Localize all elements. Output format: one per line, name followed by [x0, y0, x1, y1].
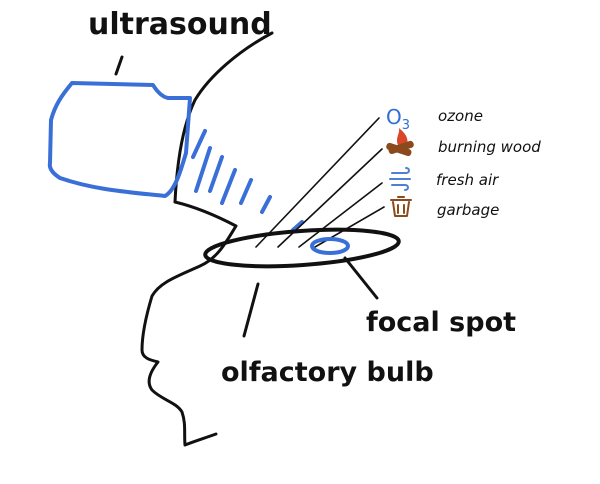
odor-item-fresh-air: fresh air [389, 167, 499, 191]
wave-arc [191, 129, 207, 159]
ozone-symbol: O [386, 105, 402, 129]
olfactory-bulb-leader [242, 282, 260, 338]
wave-arc [291, 220, 304, 232]
odor-label-garbage: garbage [437, 201, 499, 219]
wave-arc [208, 155, 224, 193]
fresh-air-icon [389, 167, 411, 191]
ultrasound-label: ultrasound [88, 7, 272, 42]
face-profile-outline [140, 200, 238, 447]
olfactory-bulb [203, 227, 401, 269]
head-profile-outline [173, 31, 274, 204]
ozone-subscript: 3 [402, 118, 410, 133]
flame-shape [397, 128, 408, 145]
wave-arc [239, 178, 253, 205]
wave-arc [194, 146, 212, 193]
odor-label-burning-wood: burning wood [438, 138, 541, 156]
air-swirl [391, 184, 409, 191]
burning-wood-icon [386, 128, 414, 157]
focal-spot-label: focal spot [366, 307, 516, 338]
ultrasound-label-leader [114, 55, 124, 76]
focal-spot-leader [343, 256, 379, 300]
focal-spot [310, 237, 350, 255]
wave-arc [220, 168, 237, 205]
odor-projection-lines [255, 117, 385, 248]
odor-item-burning-wood: burning wood [386, 128, 541, 157]
ultrasound-waves [191, 129, 304, 232]
odor-label-fresh-air: fresh air [436, 171, 499, 189]
projection-line-fresh-air [298, 182, 383, 248]
ultrasound-transducer [47, 81, 192, 198]
garbage-icon [390, 196, 412, 217]
olfactory-bulb-label: olfactory bulb [221, 357, 434, 388]
ozone-icon: O3 [386, 105, 410, 133]
wave-arc [260, 195, 272, 214]
odor-legend: O3 ozone burning wood fresh air [386, 105, 541, 219]
log-shape [386, 142, 412, 157]
odor-item-garbage: garbage [390, 196, 499, 219]
odor-label-ozone: ozone [438, 107, 483, 125]
air-swirl [391, 167, 410, 174]
projection-line-ozone [255, 117, 380, 248]
bin-body [392, 201, 410, 217]
odor-item-ozone: O3 ozone [386, 105, 483, 133]
